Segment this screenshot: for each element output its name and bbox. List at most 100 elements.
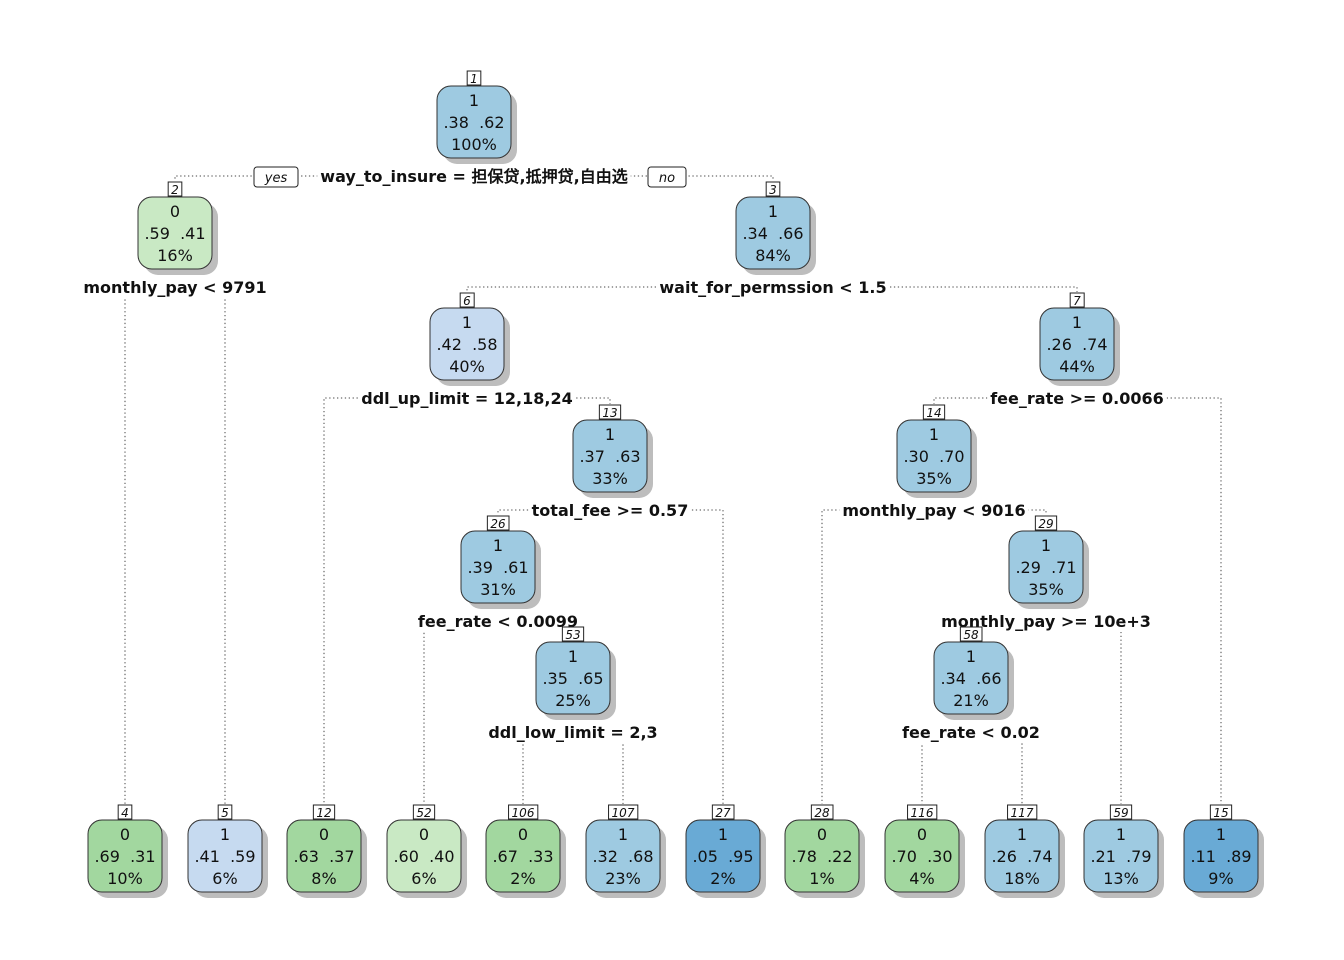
split-label-bg [485, 722, 661, 743]
node-class-label: 0 [319, 825, 329, 844]
node-probabilities: .41 .59 [194, 847, 255, 866]
edge-26-52 [423, 620, 498, 804]
node-id-box [412, 804, 436, 820]
node-id-label: 1 [470, 72, 478, 86]
node-id-box [459, 292, 475, 308]
node-probabilities: .59 .41 [144, 224, 205, 243]
node-id-label: 26 [490, 517, 506, 531]
split-label-bg [80, 277, 270, 298]
node-class-label: 1 [1216, 825, 1226, 844]
node-probabilities: .69 .31 [94, 847, 155, 866]
split-label-bg [839, 500, 1029, 521]
split-label-node-58: fee_rate < 0.02 [902, 723, 1040, 742]
node-percentage: 16% [157, 246, 193, 265]
node-percentage: 8% [311, 869, 336, 888]
node-class-label: 0 [917, 825, 927, 844]
node-id-box [608, 804, 639, 820]
node-id-box [508, 804, 539, 820]
split-label-node-14: monthly_pay < 9016 [842, 501, 1025, 520]
node-class-label: 0 [170, 202, 180, 221]
node-probabilities: .26 .74 [991, 847, 1052, 866]
node-id-box [486, 515, 510, 531]
node-box [884, 819, 960, 893]
node-id-label: 116 [911, 806, 934, 820]
node-id-box [466, 70, 482, 86]
node-probabilities: .37 .63 [579, 447, 640, 466]
node-id-label: 15 [1213, 806, 1228, 820]
split-label-bg [317, 166, 631, 187]
node-id-label: 53 [565, 628, 580, 642]
split-label-bg [528, 500, 692, 521]
split-label-bg [938, 611, 1154, 632]
no-label: no [659, 171, 675, 186]
tree-edges [124, 175, 1222, 804]
node-class-label: 1 [1116, 825, 1126, 844]
node-probabilities: .78 .22 [791, 847, 852, 866]
split-label-bg [987, 388, 1167, 409]
node-box [685, 819, 761, 893]
node-id-label: 28 [814, 806, 830, 820]
node-probabilities: .26 .74 [1046, 335, 1107, 354]
node-id-label: 3 [769, 183, 777, 197]
node-class-label: 1 [462, 313, 472, 332]
node-id-box [1209, 804, 1233, 820]
node-class-label: 1 [220, 825, 230, 844]
node-probabilities: .30 .70 [903, 447, 964, 466]
node-probabilities: .35 .65 [542, 669, 603, 688]
node-id-label: 29 [1038, 517, 1053, 531]
node-class-label: 1 [966, 647, 976, 666]
tree-node-15: 151.11 .899% [1183, 804, 1264, 898]
node-id-label: 106 [512, 806, 535, 820]
node-box [572, 419, 648, 493]
node-percentage: 23% [605, 869, 641, 888]
edge-13-27 [610, 509, 724, 804]
node-probabilities: .21 .79 [1090, 847, 1151, 866]
node-percentage: 2% [710, 869, 735, 888]
node-percentage: 40% [449, 357, 485, 376]
node-id-label: 59 [1113, 806, 1128, 820]
node-class-label: 1 [568, 647, 578, 666]
split-label-node-26: fee_rate < 0.0099 [418, 612, 578, 631]
node-id-label: 6 [463, 294, 471, 308]
node-percentage: 35% [916, 469, 952, 488]
split-label-node-6: ddl_up_limit = 12,18,24 [361, 389, 573, 408]
node-id-label: 107 [612, 806, 635, 820]
node-class-label: 0 [120, 825, 130, 844]
node-percentage: 4% [909, 869, 934, 888]
node-probabilities: .38 .62 [443, 113, 504, 132]
node-probabilities: .34 .66 [742, 224, 803, 243]
node-id-box [711, 804, 735, 820]
split-label-node-7: fee_rate >= 0.0066 [990, 389, 1164, 408]
edge-2-5 [175, 286, 226, 804]
node-class-label: 0 [817, 825, 827, 844]
node-class-label: 1 [929, 425, 939, 444]
split-label-bg [358, 388, 576, 409]
node-id-box [167, 181, 183, 197]
node-id-label: 52 [416, 806, 431, 820]
node-probabilities: .11 .89 [1190, 847, 1251, 866]
node-probabilities: .42 .58 [436, 335, 497, 354]
node-id-label: 4 [121, 806, 129, 820]
node-class-label: 1 [605, 425, 615, 444]
yes-label: yes [264, 171, 288, 186]
node-id-box [217, 804, 233, 820]
node-percentage: 100% [451, 135, 497, 154]
edge-29-59 [1046, 620, 1122, 804]
node-box [735, 196, 811, 270]
node-box [87, 819, 163, 893]
node-id-label: 7 [1073, 294, 1081, 308]
node-id-label: 14 [926, 406, 941, 420]
node-percentage: 35% [1028, 580, 1064, 599]
node-id-box [810, 804, 834, 820]
node-percentage: 6% [411, 869, 436, 888]
node-box [286, 819, 362, 893]
